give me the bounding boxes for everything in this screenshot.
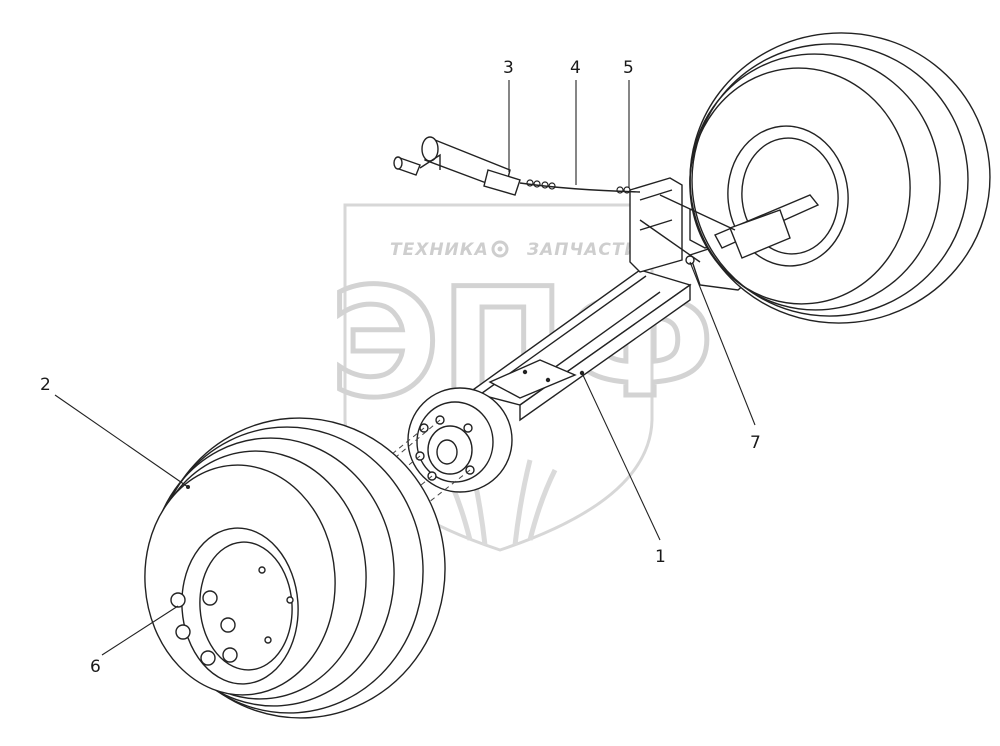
watermark-parts-text: ЗАПЧАСТИ bbox=[526, 240, 640, 260]
callout-1-label: 1 bbox=[655, 547, 666, 567]
callout-2-label: 2 bbox=[40, 375, 51, 395]
brake-cable bbox=[519, 179, 641, 194]
callout-3-label: 3 bbox=[503, 58, 514, 78]
callout-1: 1 bbox=[581, 372, 666, 567]
callout-4: 4 bbox=[570, 58, 581, 185]
gear-icon bbox=[491, 240, 509, 258]
left-hub bbox=[407, 387, 513, 493]
callout-7: 7 bbox=[689, 261, 761, 453]
wheel-nuts bbox=[170, 566, 294, 666]
callout-4-label: 4 bbox=[570, 58, 581, 78]
callout-5: 5 bbox=[623, 58, 634, 188]
brake-rods bbox=[639, 194, 736, 265]
callout-6-label: 6 bbox=[90, 657, 101, 677]
left-wheel bbox=[144, 417, 446, 719]
right-wheel bbox=[689, 32, 991, 324]
watermark-company-text: ТЕХНИКА bbox=[390, 240, 489, 260]
callout-5-label: 5 bbox=[623, 58, 634, 78]
jack-assembly bbox=[393, 136, 521, 196]
callout-2: 2 bbox=[40, 375, 190, 489]
callout-3: 3 bbox=[503, 58, 514, 172]
callout-7-label: 7 bbox=[750, 433, 761, 453]
callout-6: 6 bbox=[90, 605, 179, 677]
right-bracket-plate bbox=[729, 209, 791, 259]
axle-beam bbox=[468, 269, 692, 422]
